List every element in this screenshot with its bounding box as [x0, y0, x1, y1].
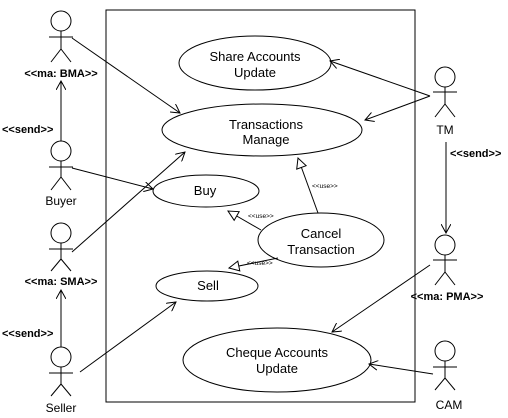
- use-case-transactions-manage[interactable]: Transactions Manage: [161, 103, 363, 157]
- system-boundary: [105, 9, 416, 403]
- use-case-label: Cheque Accounts: [226, 345, 328, 360]
- use-case-share-accounts-update[interactable]: Share Accounts Update: [178, 35, 332, 91]
- use-case-label: Update: [256, 361, 298, 376]
- association-seller-sell: [79, 302, 176, 373]
- use-case-cheque-accounts-update[interactable]: Cheque Accounts Update: [182, 327, 372, 393]
- use-label-buy: <<use>>: [248, 213, 274, 220]
- association-buyer-buy: [71, 167, 153, 189]
- use-case-label: Sell: [197, 278, 219, 293]
- actor-label-tm: TM: [436, 123, 453, 137]
- actor-seller[interactable]: [49, 346, 73, 397]
- use-case-sell[interactable]: Sell: [155, 270, 259, 302]
- actor-label-buyer: Buyer: [45, 194, 76, 208]
- actor-label-cam: CAM: [436, 398, 463, 412]
- use-case-label: Share Accounts: [209, 49, 301, 64]
- use-cancel-transactions: [298, 158, 319, 214]
- use-case-label: Cancel: [301, 226, 342, 241]
- use-cancel-buy: [228, 211, 262, 231]
- association-sma-transactions: [71, 152, 185, 253]
- use-label-sell: <<use>>: [247, 260, 273, 267]
- send-label-seller-sma: <<send>>: [2, 328, 53, 340]
- actor-bma[interactable]: [49, 10, 73, 63]
- send-label-buyer-bma: <<send>>: [2, 124, 53, 136]
- use-case-label: Transaction: [287, 242, 354, 257]
- actor-label-sma: <<ma: SMA>>: [25, 276, 98, 288]
- association-tm-share: [330, 61, 431, 97]
- actor-pma[interactable]: [433, 234, 457, 286]
- actor-label-bma: <<ma: BMA>>: [24, 68, 97, 80]
- use-case-cancel-transaction[interactable]: Cancel Transaction: [257, 212, 385, 268]
- use-case-label: Transactions: [229, 117, 303, 132]
- actor-cam[interactable]: [433, 340, 457, 391]
- send-label-tm-pma: <<send>>: [450, 148, 501, 160]
- use-case-label: Buy: [194, 183, 217, 198]
- association-pma-cheque: [332, 264, 431, 332]
- actor-tm[interactable]: [433, 66, 457, 118]
- association-cam-cheque: [369, 364, 434, 375]
- association-bma-transactions: [71, 37, 180, 113]
- use-case-label: Manage: [243, 132, 290, 147]
- actor-sma[interactable]: [49, 222, 73, 272]
- use-case-buy[interactable]: Buy: [152, 174, 260, 208]
- use-label-transactions: <<use>>: [312, 183, 338, 190]
- association-tm-transactions: [365, 95, 431, 120]
- use-cancel-sell: [229, 257, 279, 268]
- actor-buyer[interactable]: [49, 140, 73, 191]
- use-case-label: Update: [234, 65, 276, 80]
- actor-label-seller: Seller: [46, 401, 77, 415]
- actor-label-pma: <<ma: PMA>>: [411, 291, 484, 303]
